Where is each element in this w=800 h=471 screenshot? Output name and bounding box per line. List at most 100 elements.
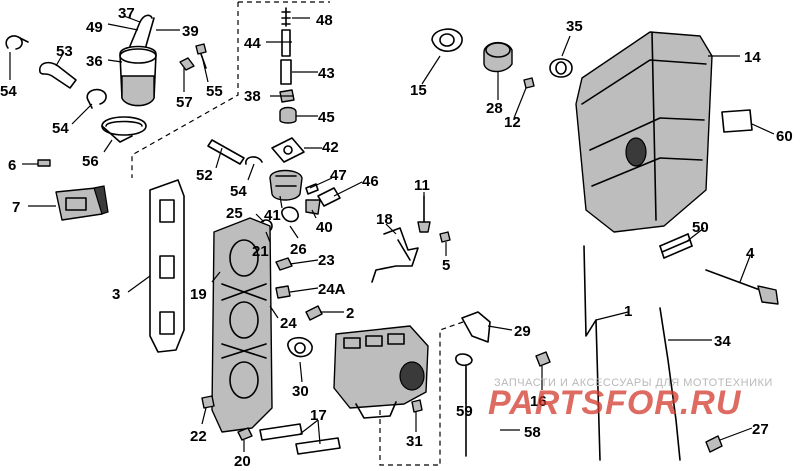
callout-25: 25 [226, 205, 243, 222]
part-gasket-30 [287, 336, 313, 358]
part-clip-27 [705, 435, 723, 453]
part-spring-50 [659, 233, 693, 259]
part-elbow-hose [39, 61, 77, 89]
callout-37: 37 [118, 5, 135, 22]
part-hoses-17 [259, 423, 341, 455]
part-hose-clamp-54 [86, 88, 107, 109]
callout-56: 56 [82, 153, 99, 170]
callout-20: 20 [234, 453, 251, 470]
callout-22: 22 [190, 428, 207, 445]
part-gasket-42 [271, 137, 305, 163]
part-fuel-pump-41 [269, 169, 303, 201]
callout-18: 18 [376, 211, 393, 228]
part-cap-45 [279, 106, 297, 124]
callout-3: 3 [112, 286, 120, 303]
callout-16: 16 [530, 393, 547, 410]
part-carburetor [333, 325, 429, 419]
part-screw-22 [201, 395, 215, 409]
watermark-tagline: ЗАПЧАСТИ И АКСЕССУАРЫ ДЛЯ МОТОТЕХНИКИ [494, 377, 773, 389]
part-check-valve-46 [317, 187, 341, 207]
watermark: ЗАПЧАСТИ И АКСЕССУАРЫ ДЛЯ МОТОТЕХНИКИ PA… [488, 377, 773, 422]
callout-58: 58 [524, 424, 541, 441]
callout-7: 7 [12, 199, 20, 216]
part-clip-54c [245, 156, 263, 165]
part-screw-6 [37, 159, 51, 167]
callout-15: 15 [410, 82, 427, 99]
callout-42: 42 [322, 139, 339, 156]
part-fuel-filter [119, 14, 157, 107]
callout-21: 21 [252, 243, 269, 260]
callout-57: 57 [176, 94, 193, 111]
part-clamp-26 [281, 206, 299, 223]
callout-39: 39 [182, 23, 199, 40]
callout-54-top: 54 [0, 83, 17, 100]
callout-40: 40 [316, 219, 333, 236]
callout-5: 5 [442, 257, 450, 274]
callout-46: 46 [362, 173, 379, 190]
callout-34: 34 [714, 333, 731, 350]
callout-43: 43 [318, 65, 335, 82]
part-rod-44 [281, 29, 291, 57]
callout-44: 44 [244, 35, 261, 52]
callout-6: 6 [8, 157, 16, 174]
callout-17: 17 [310, 407, 327, 424]
part-screw-23 [275, 257, 293, 271]
watermark-brand: PARTSFOR.RU [488, 384, 742, 422]
callout-52: 52 [196, 167, 213, 184]
callout-31: 31 [406, 433, 423, 450]
callout-38: 38 [244, 88, 261, 105]
part-screw-11 [417, 195, 431, 233]
callout-26: 26 [290, 241, 307, 258]
part-screw-20 [237, 427, 253, 441]
leader-lines [9, 15, 775, 452]
callout-labels: 37 49 39 53 36 54 57 55 54 56 6 7 3 48 4… [0, 5, 793, 470]
callout-2: 2 [346, 305, 354, 322]
part-hose-clip [5, 35, 29, 50]
callout-1: 1 [624, 303, 632, 320]
part-adapter-28 [483, 42, 513, 73]
callout-24: 24 [280, 315, 297, 332]
callout-14: 14 [744, 49, 761, 66]
callout-27: 27 [752, 421, 769, 438]
callout-23: 23 [318, 252, 335, 269]
part-dipstick-4 [705, 269, 779, 305]
part-bracket-18 [371, 227, 419, 283]
callout-54-mid: 54 [52, 120, 69, 137]
callout-45: 45 [318, 109, 335, 126]
group-dashed-lines [131, 1, 464, 466]
callout-53: 53 [56, 43, 73, 60]
callout-19: 19 [190, 286, 207, 303]
part-bushing-16 [535, 351, 551, 367]
part-screw-31 [411, 399, 423, 413]
part-screw-24A [275, 285, 291, 299]
part-gasket-3 [149, 179, 185, 353]
part-valve-40 [305, 199, 321, 215]
part-switch-box [55, 185, 109, 221]
part-fuel-tank-14 [575, 31, 713, 233]
part-link-29 [461, 311, 491, 343]
part-rod-34 [659, 307, 681, 461]
part-screw-2 [305, 305, 323, 321]
callout-36: 36 [86, 53, 103, 70]
callout-12: 12 [504, 114, 521, 131]
part-screw-12 [523, 77, 535, 89]
callout-59: 59 [456, 403, 473, 420]
callout-41: 41 [264, 207, 281, 224]
callout-55: 55 [206, 83, 223, 100]
callout-30: 30 [292, 383, 309, 400]
part-screw-5 [439, 231, 451, 243]
part-tube-52 [207, 139, 245, 165]
callout-47: 47 [330, 167, 347, 184]
callout-29: 29 [514, 323, 531, 340]
part-small-screw-57 [179, 57, 195, 71]
part-rod-1 [583, 245, 601, 461]
part-label-60 [721, 109, 753, 133]
callout-11: 11 [414, 177, 430, 194]
part-intake-manifold-19 [211, 217, 273, 433]
callout-54-center: 54 [230, 183, 247, 200]
part-spring-43 [280, 59, 292, 85]
callout-48: 48 [316, 12, 333, 29]
part-grommet-15 [431, 28, 463, 52]
